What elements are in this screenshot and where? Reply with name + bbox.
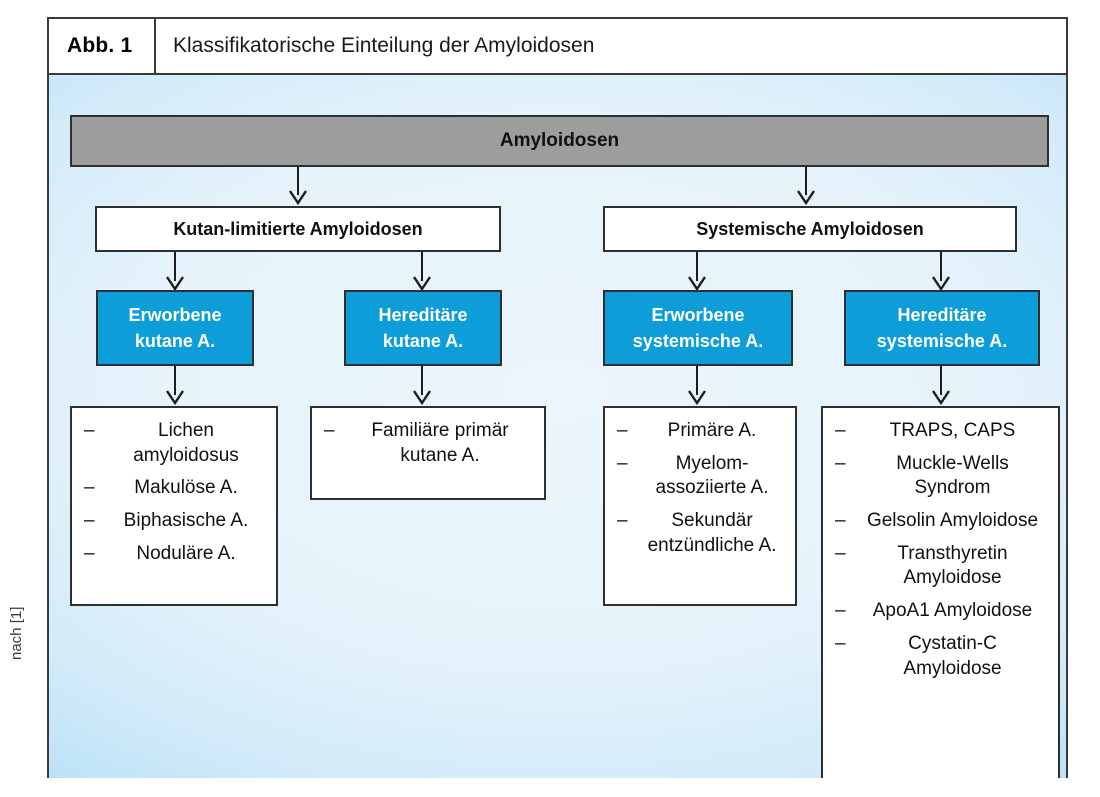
list-item: – ApoA1 Amyloidose <box>835 599 1048 624</box>
list-item: – TRAPS, CAPS <box>835 419 1048 444</box>
node-category-3-line2: systemische A. <box>632 331 764 351</box>
node-category-erworbene-kutane: Erworbene kutane A. <box>89 283 261 373</box>
list-item: – Myelom-assoziierte A. <box>617 452 785 501</box>
list-box-systemisch-hereditaer: –TRAPS, CAPS –Muckle-Wells Syndrom –Gels… <box>814 399 1066 778</box>
bullet-dash: – <box>835 420 846 441</box>
node-category-hereditaere-systemische: Hereditäre systemische A. <box>837 283 1047 373</box>
node-category-hereditaere-kutane: Hereditäre kutane A. <box>337 283 509 373</box>
list-item-text: Familiäre primär kutane A. <box>371 420 509 466</box>
bullet-dash: – <box>835 510 846 532</box>
list-item: – Familiäre primär kutane A. <box>324 419 534 468</box>
bullet-dash: – <box>617 420 628 441</box>
figure-title: Klassifikatorische Einteilung der Amyloi… <box>173 34 595 57</box>
list-item-text: Muckle-Wells Syndrom <box>896 452 1009 499</box>
arrow-categories-to-lists <box>49 366 1066 410</box>
bullet-dash: – <box>84 477 95 499</box>
list-item: – Transthyretin Amyloidose <box>835 542 1048 591</box>
node-category-2-line2: kutane A. <box>382 331 464 351</box>
figure-number: Abb. 1 <box>67 34 133 57</box>
list-box-kutan-erworben: – Lichen amyloidosus – Makulöse A. – Biphas… <box>63 399 285 613</box>
list-item-text: Primäre A. <box>667 420 757 441</box>
bullet-dash: – <box>835 452 846 474</box>
figure-frame: Abb. 1 Klassifikatorische Einteilung der… <box>47 17 1068 778</box>
list-item-text: Biphasische A. <box>123 510 249 532</box>
list-item: – Lichen amyloidosus <box>84 419 266 468</box>
list-item-text: Lichen amyloidosus <box>133 420 239 466</box>
bullet-dash: – <box>84 420 95 441</box>
list-item: – Makulöse A. <box>84 476 266 501</box>
figure-source-credit: nach [1] <box>8 606 25 660</box>
node-category-3-line1: Erworbene <box>651 304 745 325</box>
diagram-canvas: Amyloidosen Kutan-limitierte Amyloidosen… <box>49 75 1066 778</box>
list-item: – Noduläre A. <box>84 542 266 567</box>
list-item-text: Cystatin-C Amyloidose <box>903 632 1002 679</box>
list-item: –Gelsolin Amyloidose <box>835 509 1048 534</box>
node-group-1-label: Kutan-limitierte Amyloidosen <box>173 218 423 239</box>
node-category-erworbene-systemische: Erworbene systemische A. <box>596 283 800 373</box>
list-item-text: ApoA1 Amyloidose <box>872 600 1033 622</box>
node-root-label: Amyloidosen <box>499 130 620 151</box>
bullet-dash: – <box>835 600 846 622</box>
bullet-dash: – <box>84 510 95 532</box>
list-2: – Familiäre primär kutane A. <box>324 419 534 468</box>
list-box-kutan-hereditaer: – Familiäre primär kutane A. <box>303 399 553 507</box>
list-box-systemisch-erworben: –Primäre A. –Myelom-assoziierte A. –Seku… <box>596 399 804 613</box>
list-4: –TRAPS, CAPS –Muckle-Wells Syndrom –Gels… <box>835 419 1048 681</box>
list-item: – Primäre A. <box>617 419 785 444</box>
bullet-dash: – <box>84 542 95 564</box>
bullet-dash: – <box>617 452 628 474</box>
bullet-dash: – <box>617 510 628 532</box>
bullet-dash: – <box>835 542 846 564</box>
node-category-4-line1: Hereditäre <box>897 304 987 325</box>
node-root-amyloidosen: Amyloidosen <box>63 108 1056 174</box>
bullet-dash: – <box>324 420 335 441</box>
node-group-systemische: Systemische Amyloidosen <box>596 199 1024 259</box>
list-item: –Sekundär entzündliche A. <box>617 509 785 558</box>
list-item-text: Sekundär entzündliche A. <box>647 510 777 556</box>
node-category-1-line1: Erworbene <box>128 304 222 325</box>
list-item-text: Transthyretin Amyloidose <box>897 542 1008 589</box>
list-item-text: Myelom-assoziierte A. <box>655 452 769 499</box>
list-item-text: Noduläre A. <box>136 542 236 564</box>
list-item: – Biphasische A. <box>84 509 266 534</box>
list-item: – Muckle-Wells Syndrom <box>835 452 1048 501</box>
figure-caption-bar: Abb. 1 Klassifikatorische Einteilung der… <box>49 19 1066 75</box>
list-1: – Lichen amyloidosus – Makulöse A. – Biphas… <box>84 419 266 566</box>
list-item-text: TRAPS, CAPS <box>889 420 1016 441</box>
node-group-kutan-limitierte: Kutan-limitierte Amyloidosen <box>88 199 508 259</box>
list-item: – Cystatin-C Amyloidose <box>835 632 1048 681</box>
caption-divider <box>154 19 156 73</box>
node-category-2-line1: Hereditäre <box>378 304 468 325</box>
list-3: –Primäre A. –Myelom-assoziierte A. –Seku… <box>617 419 785 558</box>
list-item-text: Makulöse A. <box>134 477 238 499</box>
arrow-root-to-group-1 <box>49 167 1066 209</box>
node-category-4-line2: systemische A. <box>876 331 1008 351</box>
list-item-text: Gelsolin Amyloidose <box>866 510 1039 532</box>
bullet-dash: – <box>835 632 846 654</box>
node-category-1-line2: kutane A. <box>134 331 216 351</box>
node-group-2-label: Systemische Amyloidosen <box>696 218 924 239</box>
